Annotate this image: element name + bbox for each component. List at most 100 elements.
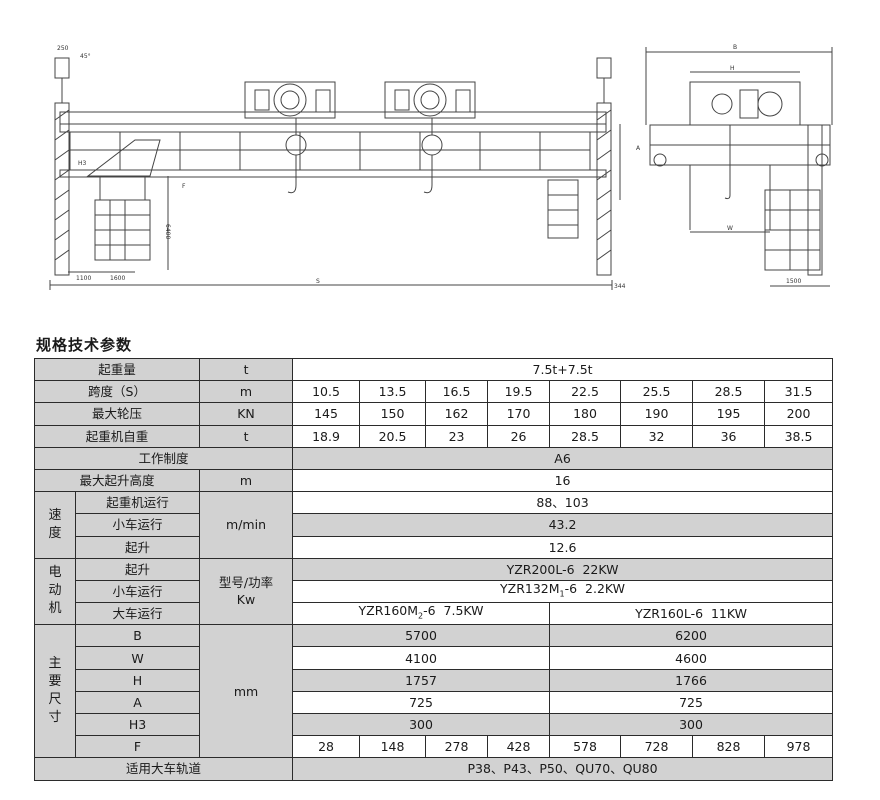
group-char: 度 bbox=[48, 525, 62, 541]
unit-line: 型号/功率 bbox=[218, 575, 274, 591]
cell-value: 20.5 bbox=[359, 424, 427, 448]
row-label: 起重机运行 bbox=[74, 491, 201, 515]
cell-value: 13.5 bbox=[359, 380, 427, 404]
cell-value: 300 bbox=[549, 712, 834, 737]
cell-value: 1757 bbox=[292, 668, 551, 692]
table-row: 最大起升高度 m 16 bbox=[33, 468, 834, 493]
row-unit: t bbox=[199, 424, 294, 448]
cell-value: 200 bbox=[764, 402, 834, 426]
table-row: 大车运行 YZR160M2-6 7.5KW YZR160L-6 11KW bbox=[35, 602, 834, 626]
table-row: A 725 725 bbox=[35, 690, 834, 715]
cell-value: 4600 bbox=[549, 646, 834, 670]
table-row: 电 动 机 起升 型号/功率 Kw YZR200L-6 22KW bbox=[34, 557, 834, 626]
table-row: W 4100 4600 bbox=[35, 646, 834, 670]
cell-value: 728 bbox=[620, 735, 694, 759]
table-row: 跨度（S） m 10.5 13.5 16.5 19.5 22.5 25.5 28… bbox=[33, 380, 834, 404]
row-label: 最大轮压 bbox=[33, 402, 201, 426]
cell-value: 32 bbox=[620, 424, 694, 448]
dim-a: A bbox=[636, 145, 641, 152]
group-char: 主 bbox=[48, 656, 62, 672]
cell-value: 195 bbox=[692, 402, 766, 426]
row-unit: m bbox=[199, 468, 294, 493]
row-label: A bbox=[74, 690, 201, 715]
row-label: 起重量 bbox=[33, 357, 201, 382]
row-unit: 型号/功率 Kw bbox=[199, 557, 294, 626]
dim-top-left: 250 bbox=[57, 45, 69, 52]
cell-value: 162 bbox=[425, 402, 489, 426]
dim-h3: H3 bbox=[78, 160, 87, 167]
row-unit: m/min bbox=[199, 491, 294, 559]
cell-value: A6 bbox=[292, 446, 834, 470]
row-label: 小车运行 bbox=[74, 579, 201, 604]
row-label: 小车运行 bbox=[74, 513, 201, 537]
table-row: 起重机自重 t 18.9 20.5 23 26 28.5 32 36 38.5 bbox=[33, 424, 834, 448]
cell-value: 150 bbox=[359, 402, 427, 426]
table-row: 起升 12.6 bbox=[35, 535, 834, 559]
row-label: 起升 bbox=[74, 557, 201, 581]
cell-value: 428 bbox=[487, 735, 551, 759]
cell-value: 578 bbox=[549, 735, 622, 759]
cell-value: YZR160M2-6 7.5KW bbox=[292, 602, 551, 626]
cell-value: P38、P43、P50、QU70、QU80 bbox=[292, 757, 834, 781]
dim-w: W bbox=[727, 225, 733, 232]
cell-value: 725 bbox=[549, 690, 834, 715]
table-row: 适用大车轨道 P38、P43、P50、QU70、QU80 bbox=[33, 757, 834, 781]
cell-value: 170 bbox=[487, 402, 551, 426]
row-unit: mm bbox=[199, 624, 294, 759]
cell-value: YZR160L-6 11KW bbox=[549, 602, 834, 626]
dim-span: S bbox=[316, 278, 320, 285]
table-row: 工作制度 A6 bbox=[33, 446, 834, 470]
cell-value: 12.6 bbox=[292, 535, 834, 559]
group-char: 动 bbox=[48, 583, 62, 599]
cell-value: 5700 bbox=[292, 624, 551, 648]
dim-h: H bbox=[730, 65, 735, 72]
cell-value: 31.5 bbox=[764, 380, 834, 404]
table-row: 速 度 起重机运行 m/min 88、103 bbox=[34, 491, 834, 559]
cell-value: 18.9 bbox=[292, 424, 361, 448]
cell-value: 16 bbox=[292, 468, 834, 493]
cell-value: 190 bbox=[620, 402, 694, 426]
cell-value: 19.5 bbox=[487, 380, 551, 404]
cell-value: 10.5 bbox=[292, 380, 361, 404]
motor-sub: 2 bbox=[418, 611, 424, 621]
group-char: 速 bbox=[48, 507, 62, 523]
side-view bbox=[645, 47, 833, 287]
dim-right-gap: 344 bbox=[614, 283, 626, 290]
row-label: 适用大车轨道 bbox=[33, 757, 294, 781]
cell-value: 725 bbox=[292, 690, 551, 715]
cell-value: 300 bbox=[292, 712, 551, 737]
row-label: 起升 bbox=[74, 535, 201, 559]
cell-value: YZR200L-6 22KW bbox=[292, 557, 834, 581]
row-label: 起重机自重 bbox=[33, 424, 201, 448]
cell-value: 22.5 bbox=[549, 380, 622, 404]
row-unit: m bbox=[199, 380, 294, 404]
group-char: 电 bbox=[48, 565, 62, 581]
cell-value: 43.2 bbox=[292, 513, 834, 537]
row-label: 工作制度 bbox=[33, 446, 294, 470]
motor-sub: 1 bbox=[559, 589, 565, 599]
group-char: 机 bbox=[48, 601, 62, 617]
cell-value: 7.5t+7.5t bbox=[292, 357, 834, 382]
table-row: 小车运行 43.2 bbox=[35, 513, 834, 537]
cell-value: 23 bbox=[425, 424, 489, 448]
row-label: B bbox=[74, 624, 201, 648]
row-label: H bbox=[74, 668, 201, 692]
motor-model: YZR132M bbox=[500, 581, 560, 597]
dim-angle: 45° bbox=[80, 53, 91, 60]
row-label: 跨度（S） bbox=[33, 380, 201, 404]
spec-table: 起重量 t 7.5t+7.5t 跨度（S） m 10.5 13.5 16.5 1… bbox=[33, 357, 834, 781]
cell-value: 828 bbox=[692, 735, 766, 759]
row-label: W bbox=[74, 646, 201, 670]
cell-value: 88、103 bbox=[292, 491, 834, 515]
row-label: H3 bbox=[74, 712, 201, 737]
cell-value: 28.5 bbox=[549, 424, 622, 448]
crane-drawing: 250 45° 1100 1600 H3 F 6400 S 344 B H A … bbox=[49, 44, 833, 290]
table-row: 主 要 尺 寸 B mm 5700 6200 bbox=[34, 624, 834, 759]
table-row: F 28 148 278 428 578 728 828 978 bbox=[35, 735, 834, 759]
cell-value: 978 bbox=[764, 735, 834, 759]
cell-value: 6200 bbox=[549, 624, 834, 648]
dim-f: F bbox=[182, 183, 186, 190]
row-label: F bbox=[74, 735, 201, 759]
cell-value: 28 bbox=[292, 735, 361, 759]
motor-rest: -6 2.2KW bbox=[564, 581, 626, 597]
